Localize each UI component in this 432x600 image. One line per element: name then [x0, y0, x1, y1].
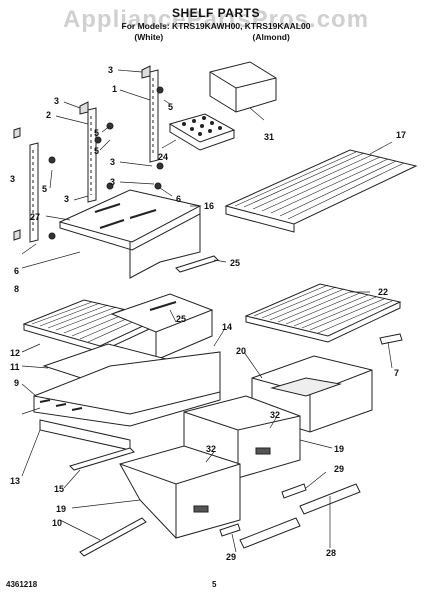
callout-28: 28 [326, 548, 336, 558]
page-number: 5 [212, 580, 217, 589]
shelf-rail-2 [79, 101, 97, 203]
trim-strip-10 [79, 517, 147, 557]
callout-5: 5 [94, 146, 99, 156]
callout-19: 19 [56, 504, 66, 514]
diagram-title: SHELF PARTS [172, 6, 260, 20]
callout-6: 6 [14, 266, 19, 276]
crisper-frame [33, 351, 221, 451]
model-numbers: For Models: KTRS19KAWH00, KTRS19KAAL00 [121, 21, 311, 31]
glass-shelf-25 [110, 293, 214, 361]
callout-5: 5 [168, 102, 173, 112]
callout-25: 25 [176, 314, 186, 324]
wire-shelf-17 [224, 149, 418, 233]
wire-shelf-24 [244, 283, 402, 343]
callout-32: 32 [206, 444, 216, 454]
trim-strip-8 [379, 333, 403, 345]
leader-lines [21, 69, 393, 553]
callout-3: 3 [54, 96, 59, 106]
door-bin [209, 61, 277, 113]
trim-strip-upper [175, 255, 219, 273]
callout-25: 25 [230, 258, 240, 268]
callout-29: 29 [334, 464, 344, 474]
shelf-rail-1 [141, 65, 159, 163]
callout-3: 3 [64, 194, 69, 204]
watermark: AppliancePartsPros.com [62, 6, 370, 33]
callout-13: 13 [10, 476, 20, 486]
part-code: 4361218 [6, 580, 38, 589]
egg-tray [168, 113, 236, 151]
callout-31: 31 [264, 132, 274, 142]
callout-6: 6 [176, 194, 181, 204]
color-variants: (White) (Almond) [60, 32, 360, 42]
callout-3: 3 [10, 174, 15, 184]
callout-8: 7 [394, 368, 399, 378]
callout-10: 10 [52, 518, 62, 528]
callout-17: 17 [396, 130, 406, 140]
callout-15: 15 [54, 484, 64, 494]
callout-20: 20 [236, 346, 246, 356]
callout-1: 1 [112, 84, 117, 94]
trim-strip-15 [69, 447, 135, 471]
callout-2: 2 [46, 110, 51, 120]
callout-3: 3 [110, 177, 115, 187]
color-almond: (Almond) [252, 32, 290, 42]
callout-5: 5 [42, 184, 47, 194]
callout-7: 8 [14, 284, 19, 294]
screws [48, 86, 164, 240]
callout-22: 24 [158, 152, 168, 162]
color-white: (White) [134, 32, 164, 42]
callout-24: 22 [378, 287, 388, 297]
callout-3: 3 [110, 157, 115, 167]
drawer-slides [219, 483, 361, 549]
shelf-rail-3 [13, 127, 39, 243]
callout-12: 12 [10, 348, 20, 358]
callout-14: 14 [222, 322, 232, 332]
callout-27: 27 [30, 212, 40, 222]
callout-5: 5 [94, 128, 99, 138]
callout-labels: 3 1 5 3 2 5 5 3 31 24 3 6 16 3 3 5 27 6 … [10, 65, 406, 562]
callout-9: 9 [14, 378, 19, 388]
callout-19: 19 [334, 444, 344, 454]
callout-32: 32 [270, 410, 280, 420]
callout-29: 29 [226, 552, 236, 562]
callout-11: 11 [10, 362, 20, 372]
callout-16: 16 [204, 201, 214, 211]
callout-3: 3 [108, 65, 113, 75]
